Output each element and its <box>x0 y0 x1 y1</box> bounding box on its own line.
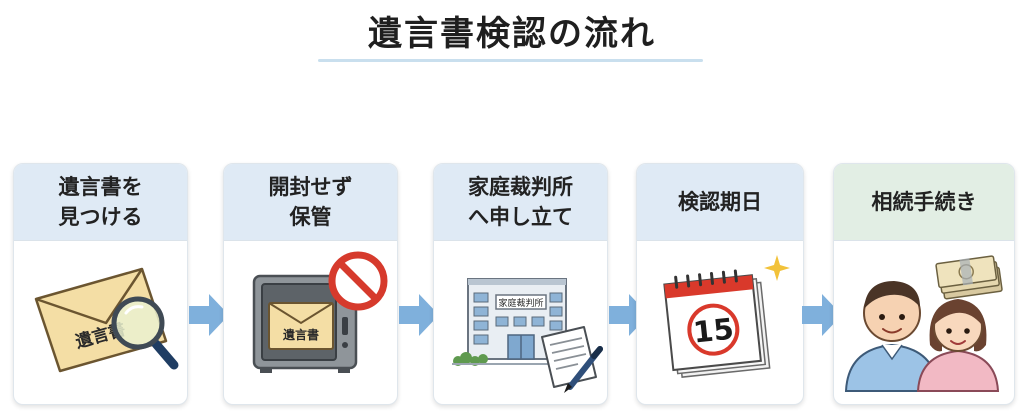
man-figure <box>844 281 940 392</box>
step-label: 遺言書を 見つける <box>14 164 187 241</box>
courthouse-icon: 家庭裁判所 <box>452 278 574 366</box>
arrow-right-icon <box>397 290 441 340</box>
step-label: 家庭裁判所 へ申し立て <box>434 164 607 241</box>
sparkle-icon <box>764 255 790 281</box>
pen-icon <box>564 346 603 393</box>
prohibit-icon <box>328 251 388 311</box>
document-icon <box>541 326 597 388</box>
calendar-icon: 15 <box>663 269 771 378</box>
step-card-court-petition: 家庭裁判所 へ申し立て 家庭裁判所 <box>433 163 608 405</box>
step-card-keep-sealed: 開封せず 保管 遺言書 <box>223 163 398 405</box>
woman-figure <box>916 299 1000 392</box>
page-title: 遺言書検認の流れ <box>368 14 656 54</box>
step-label: 開封せず 保管 <box>224 164 397 241</box>
step-illustration: 遺言書 <box>224 241 397 404</box>
step-illustration: 15 <box>637 241 803 404</box>
envelope-label: 遺言書 <box>282 327 319 342</box>
title-underline <box>318 59 703 62</box>
money-icon <box>935 255 1003 300</box>
step-label: 検認期日 <box>637 164 803 241</box>
calendar-date: 15 <box>692 312 736 350</box>
people-icon <box>844 281 1000 392</box>
step-illustration <box>834 241 1014 404</box>
step-card-inspection-date: 検認期日 15 <box>636 163 804 405</box>
magnifier-icon <box>111 296 179 370</box>
step-label: 相続手続き <box>834 164 1014 241</box>
step-illustration: 遺言書 <box>14 241 187 404</box>
step-illustration: 家庭裁判所 <box>434 241 607 404</box>
arrow-right-icon <box>187 290 231 340</box>
envelope-icon: 遺言書 <box>268 302 334 350</box>
step-card-find-will: 遺言書を 見つける 遺言書 <box>13 163 188 405</box>
courthouse-sign: 家庭裁判所 <box>498 297 543 309</box>
arrow-right-icon <box>800 290 844 340</box>
step-card-inheritance-procedure: 相続手続き <box>833 163 1015 405</box>
